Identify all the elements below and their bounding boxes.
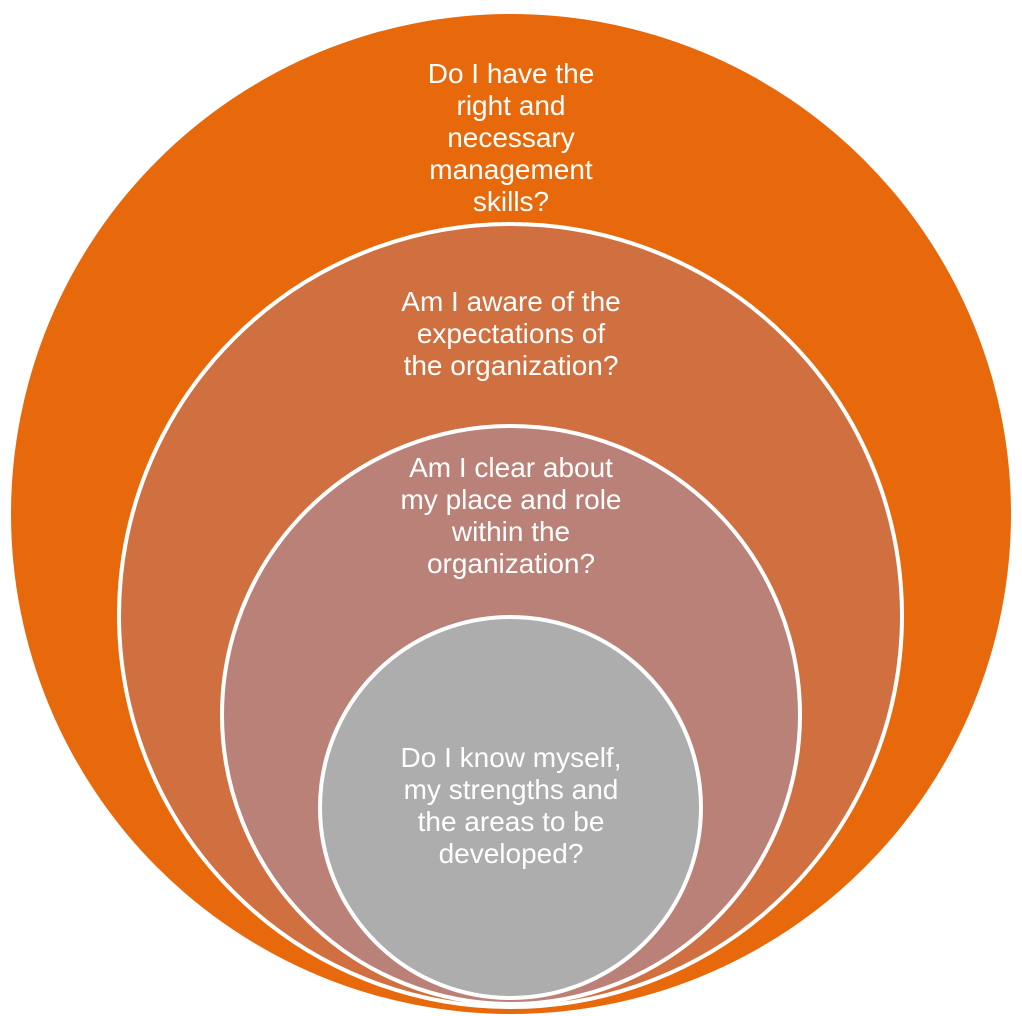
circle-label-role-clarity: Am I clear about my place and role withi… — [400, 452, 622, 579]
circle-label-self-knowledge: Do I know myself, my strengths and the a… — [400, 742, 622, 869]
circle-label-management-skills: Do I have the right and necessary manage… — [427, 58, 595, 217]
circle-self-knowledge — [318, 615, 703, 1000]
circle-label-organization-expectations: Am I aware of the expectations of the or… — [401, 286, 621, 381]
